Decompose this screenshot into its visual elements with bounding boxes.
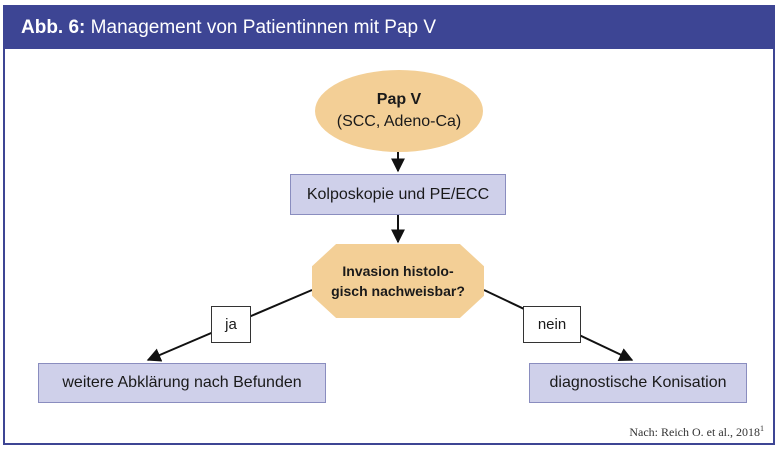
result-yes-label: weitere Abklärung nach Befunden [62,374,302,391]
result-node-yes: weitere Abklärung nach Befunden [38,363,326,403]
start-node-pap-v: Pap V (SCC, Adeno-Ca) [315,70,483,152]
result-node-no: diagnostische Konisation [529,363,747,403]
figure-title: Management von Patientinnen mit Pap V [90,17,437,38]
figure-header: Abb. 6: Management von Patientinnen mit … [5,7,773,49]
branch-no-text: nein [537,316,567,333]
decision-node-invasion: Invasion histolo- gisch nachweisbar? [312,244,484,318]
figure-label: Abb. 6: [21,17,86,38]
process-node-label: Kolposkopie und PE/ECC [306,185,490,203]
branch-label-yes: ja [211,306,251,343]
source-citation: Nach: Reich O. et al., 20181 [629,424,764,440]
branch-yes-text: ja [225,316,237,333]
decision-line-1: Invasion histolo- [342,263,454,279]
source-text: Nach: Reich O. et al., 2018 [629,425,760,439]
result-no-label: diagnostische Konisation [549,374,727,391]
start-node-subtitle: (SCC, Adeno-Ca) [336,113,462,130]
decision-line-2: gisch nachweisbar? [331,283,465,299]
process-node-kolposkopie: Kolposkopie und PE/ECC [290,174,506,215]
branch-label-no: nein [523,306,581,343]
source-ref: 1 [760,424,764,433]
start-node-title: Pap V [376,91,422,108]
